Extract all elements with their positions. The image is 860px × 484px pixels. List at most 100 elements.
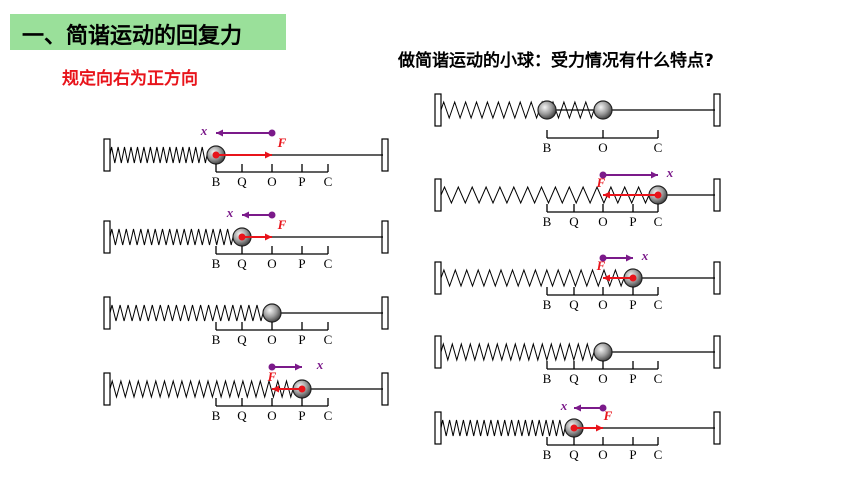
left-system-3-scale-label-C: C <box>324 332 333 347</box>
left-system-3-scale-label-O: O <box>267 332 276 347</box>
left-system-1-force-origin <box>212 151 220 159</box>
right-system-5-scale-label-C: C <box>654 447 663 462</box>
question-heading: 做简谐运动的小球：受力情况有什么特点? <box>398 51 714 71</box>
right-system-4-scale-label-Q: Q <box>569 371 579 386</box>
right-system-2-force-label: F <box>596 175 606 190</box>
right-system-1-scale-label-O: O <box>598 140 607 155</box>
left-system-2-displacement-origin <box>268 211 276 219</box>
right-system-3-left-wall <box>434 261 442 295</box>
left-system-4-scale-label-P: P <box>298 408 305 423</box>
left-system-3-scale-label-P: P <box>298 332 305 347</box>
left-system-1-force-label: F <box>277 135 287 150</box>
right-system-2-left-wall <box>434 178 442 212</box>
right-system-3-scale-label-Q: Q <box>569 297 579 312</box>
right-system-5-force-arrow-head <box>596 424 603 432</box>
left-system-2-spring <box>109 228 234 246</box>
left-system-1-scale-label-O: O <box>267 174 276 189</box>
right-system-3-scale-label-B: B <box>543 297 552 312</box>
left-system-1-left-wall <box>103 138 111 172</box>
left-system-4-force-label: F <box>267 369 277 384</box>
right-system-3-force-label: F <box>596 258 606 273</box>
left-system-2-scale-label-B: B <box>212 256 221 271</box>
right-system-5-spring <box>440 419 566 437</box>
right-system-1-ghost-ball <box>537 100 557 120</box>
left-system-3-scale-label-Q: Q <box>237 332 247 347</box>
right-system-1-scale-label-C: C <box>654 140 663 155</box>
right-system-1-spring <box>440 100 595 120</box>
left-system-2-left-wall <box>103 220 111 254</box>
right-system-4-scale-label-P: P <box>629 371 636 386</box>
left-system-4-scale-label-Q: Q <box>237 408 247 423</box>
right-system-2-scale-label-Q: Q <box>569 214 579 229</box>
left-system-1-displacement-arrow-head <box>216 129 223 137</box>
right-system-1-scale-label-B: B <box>543 140 552 155</box>
left-system-3-scale-label-B: B <box>212 332 221 347</box>
left-system-2-scale-label-C: C <box>324 256 333 271</box>
left-system-2-scale-label-Q: Q <box>237 256 247 271</box>
right-system-4-scale-label-B: B <box>543 371 552 386</box>
right-system-2-scale-label-C: C <box>654 214 663 229</box>
right-system-2-force-origin <box>654 191 662 199</box>
right-system-2-scale-label-O: O <box>598 214 607 229</box>
left-system-4-spring <box>109 379 294 399</box>
right-system-2-scale-label-P: P <box>629 214 636 229</box>
left-system-1-scale-label-B: B <box>212 174 221 189</box>
right-system-3-force-origin <box>629 274 637 282</box>
right-system-4-scale-label-C: C <box>654 371 663 386</box>
right-system-4-ball <box>593 342 613 362</box>
left-system-4-scale-label-O: O <box>267 408 276 423</box>
right-system-2-scale-label-B: B <box>543 214 552 229</box>
left-system-3-ball <box>262 303 282 323</box>
right-system-5-force-label: F <box>603 408 613 423</box>
left-system-1-displacement-label: x <box>200 123 208 138</box>
left-system-2-displacement-label: x <box>226 205 234 220</box>
left-system-4-displacement-label: x <box>316 357 324 372</box>
left-system-4-force-origin <box>298 385 306 393</box>
right-system-3-displacement-origin <box>599 254 607 262</box>
left-system-1-displacement-origin <box>268 129 276 137</box>
right-system-2-displacement-label: x <box>666 165 674 180</box>
right-system-2-displacement-origin <box>599 171 607 179</box>
left-system-2-force-arrow-head <box>265 233 272 241</box>
right-system-5-displacement-arrow-head <box>574 404 581 412</box>
right-system-3-displacement-label: x <box>641 248 649 263</box>
right-system-3-spring <box>440 268 625 288</box>
right-system-5-displacement-label: x <box>560 398 568 413</box>
right-system-3-scale-label-O: O <box>598 297 607 312</box>
left-system-3-spring <box>109 304 264 322</box>
left-system-4-scale-label-B: B <box>212 408 221 423</box>
right-system-5-scale-label-P: P <box>629 447 636 462</box>
left-system-4-scale-label-C: C <box>324 408 333 423</box>
title-banner: 一、简谐运动的回复力 <box>10 14 286 50</box>
right-system-1-ball <box>593 100 613 120</box>
right-system-5-scale-label-B: B <box>543 447 552 462</box>
right-system-5-scale-label-Q: Q <box>569 447 579 462</box>
right-system-5-scale-label-O: O <box>598 447 607 462</box>
left-system-4-displacement-origin <box>268 363 276 371</box>
right-system-2-displacement-arrow-head <box>651 171 658 179</box>
left-system-2-displacement-arrow-head <box>242 211 249 219</box>
right-system-2-force-arrow-head <box>603 191 610 199</box>
left-system-1-scale-label-P: P <box>298 174 305 189</box>
left-system-3-left-wall <box>103 296 111 330</box>
left-system-1-spring <box>109 146 208 164</box>
left-system-4-left-wall <box>103 372 111 406</box>
right-system-3-scale-label-P: P <box>629 297 636 312</box>
right-system-4-scale-label-O: O <box>598 371 607 386</box>
left-system-4-displacement-arrow-head <box>295 363 302 371</box>
right-system-5-displacement-origin <box>599 404 607 412</box>
left-system-1-force-arrow-head <box>265 151 272 159</box>
right-system-3-scale-label-C: C <box>654 297 663 312</box>
right-system-4-left-wall <box>434 335 442 369</box>
left-system-4-force-arrow-head <box>272 385 279 393</box>
page-title: 一、简谐运动的回复力 <box>22 24 243 49</box>
right-system-2-spring <box>440 185 650 205</box>
left-system-2-scale-label-O: O <box>267 256 276 271</box>
right-system-3-displacement-arrow-head <box>626 254 633 262</box>
left-system-2-force-label: F <box>277 217 287 232</box>
direction-rule: 规定向右为正方向 <box>62 69 198 89</box>
right-system-3-force-arrow-head <box>603 274 610 282</box>
left-system-2-force-origin <box>238 233 246 241</box>
right-system-4-spring <box>440 342 595 362</box>
